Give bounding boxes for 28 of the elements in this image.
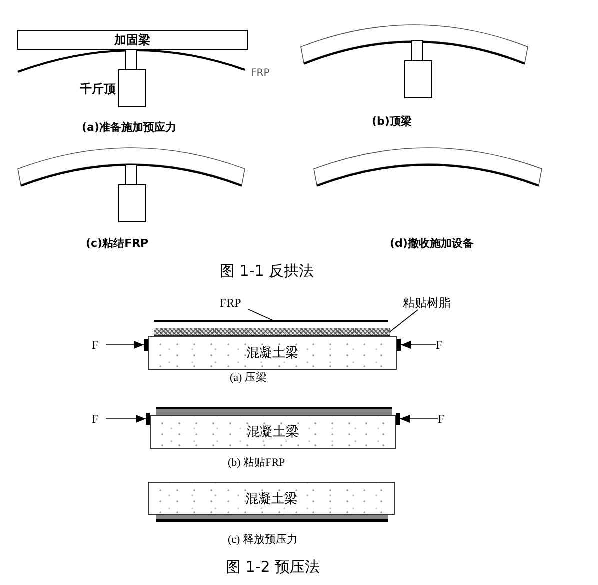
force-label: F: [92, 338, 99, 352]
caption: (d)撤收施加设备: [390, 236, 474, 251]
caption: (c) 释放预压力: [228, 533, 298, 548]
force-arrow: [106, 415, 146, 423]
force-label: F: [436, 338, 443, 352]
caption: (b)顶梁: [372, 114, 412, 129]
force-label: F: [92, 412, 99, 426]
force-arrow: [400, 415, 438, 423]
figure-caption: 图 1-2 预压法: [226, 558, 320, 577]
caption: (a)准备施加预应力: [82, 120, 176, 135]
resin-label: 粘贴树脂: [403, 296, 451, 310]
figure-caption: 图 1-1 反拱法: [220, 262, 314, 281]
frp-label: FRP: [251, 67, 270, 81]
force-arrow: [400, 341, 436, 349]
caption: (c)粘结FRP: [86, 236, 149, 251]
concrete-beam: 混凝土梁: [148, 336, 397, 370]
caption: (b) 粘贴FRP: [228, 456, 286, 471]
beam-box: 加固梁: [17, 30, 248, 50]
concrete-beam: 混凝土梁: [148, 482, 395, 515]
resin-layer: [154, 328, 390, 336]
leader-line: [248, 308, 274, 322]
frp-label: FRP: [220, 296, 242, 310]
caption: (a) 压梁: [230, 371, 267, 386]
force-arrow: [106, 341, 144, 349]
jack-label: 千斤顶: [80, 81, 116, 97]
force-label: F: [438, 412, 445, 426]
concrete-beam: 混凝土梁: [150, 415, 396, 449]
leader-line: [390, 310, 418, 332]
